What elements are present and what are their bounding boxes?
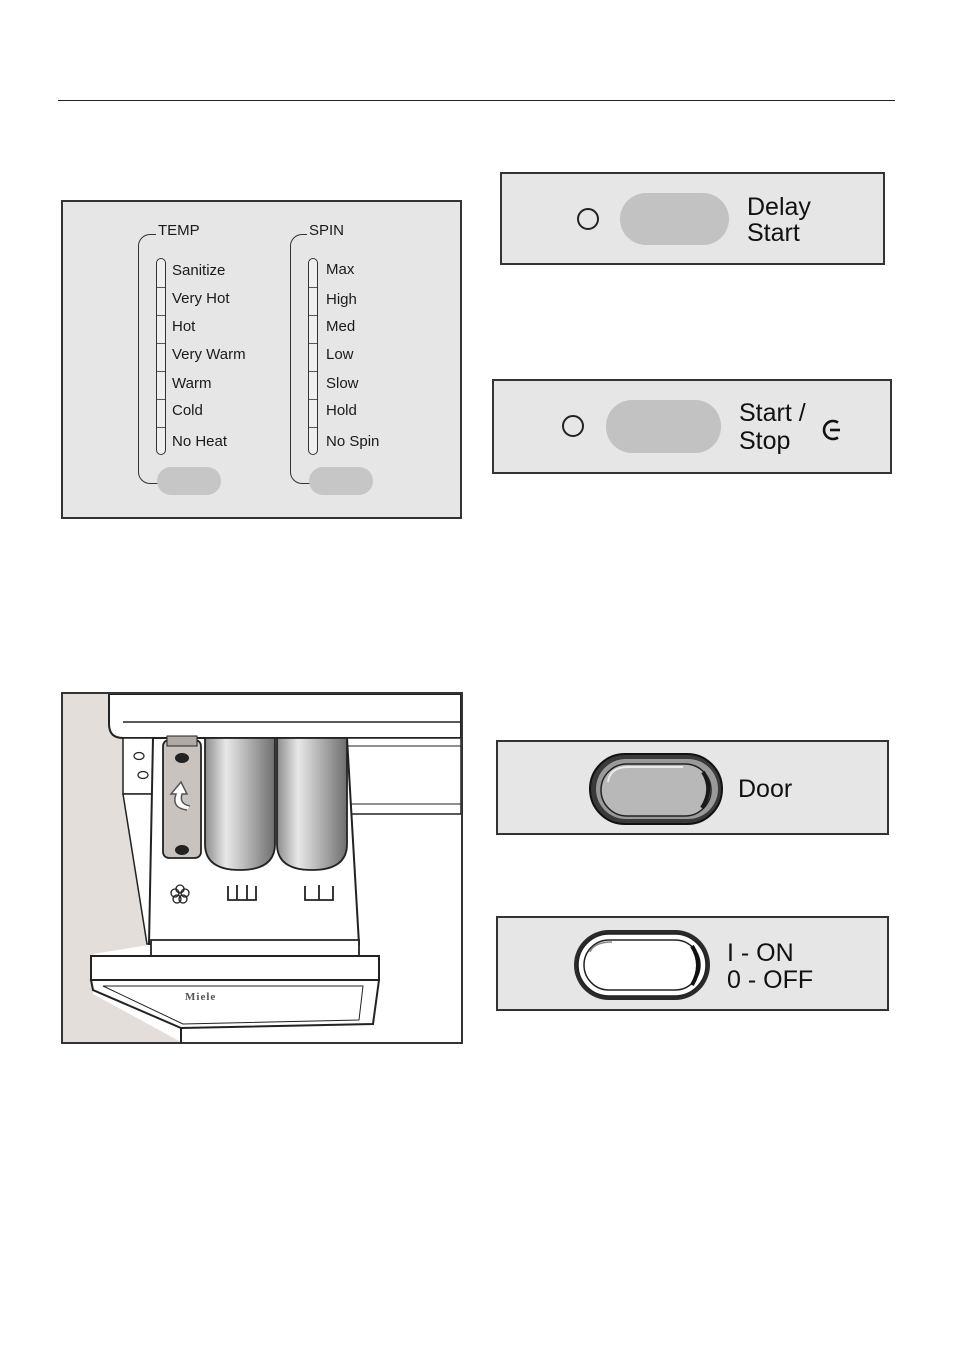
power-on-label: I - ON (727, 940, 794, 966)
spin-option-max: Max (326, 261, 354, 278)
start-stop-button[interactable] (606, 400, 721, 453)
temp-option-sanitize: Sanitize (172, 262, 225, 279)
spin-title: SPIN (307, 222, 346, 239)
power-standby-icon (819, 417, 845, 443)
temp-option-hot: Hot (172, 318, 195, 335)
door-button[interactable] (588, 752, 724, 826)
temp-select-button[interactable] (157, 467, 221, 495)
delay-start-label-line1: Delay (747, 194, 811, 220)
drawer-drawing: Miele (63, 694, 461, 1042)
delay-start-indicator-light (577, 208, 599, 230)
start-stop-panel: Start / Stop (492, 379, 892, 474)
door-panel: Door (496, 740, 889, 835)
spin-select-button[interactable] (309, 467, 373, 495)
spin-option-high: High (326, 291, 357, 308)
power-button[interactable] (572, 928, 712, 1002)
delay-start-label-line2: Start (747, 220, 800, 246)
detergent-drawer-illustration: Miele (61, 692, 463, 1044)
start-stop-indicator-light (562, 415, 584, 437)
door-label: Door (738, 776, 792, 802)
temp-title: TEMP (156, 222, 202, 239)
temp-option-very-hot: Very Hot (172, 290, 230, 307)
delay-start-button[interactable] (620, 193, 729, 245)
power-panel: I - ON 0 - OFF (496, 916, 889, 1011)
start-stop-label-line1: Start / (739, 400, 806, 426)
spin-option-med: Med (326, 318, 355, 335)
start-stop-label-line2: Stop (739, 428, 790, 454)
temp-option-warm: Warm (172, 375, 211, 392)
power-off-label: 0 - OFF (727, 967, 813, 993)
temp-option-cold: Cold (172, 402, 203, 419)
drawer-brand-logo: Miele (185, 991, 216, 1003)
temp-option-very-warm: Very Warm (172, 346, 246, 363)
temp-option-no-heat: No Heat (172, 433, 227, 450)
header-rule (58, 100, 895, 101)
temp-indicator-bar (156, 258, 166, 455)
spin-indicator-bar (308, 258, 318, 455)
spin-option-slow: Slow (326, 375, 359, 392)
temp-spin-panel: TEMP Sanitize Very Hot Hot Very Warm War… (61, 200, 462, 519)
spin-option-low: Low (326, 346, 354, 363)
delay-start-panel: Delay Start (500, 172, 885, 265)
spin-option-no-spin: No Spin (326, 433, 379, 450)
spin-option-hold: Hold (326, 402, 357, 419)
